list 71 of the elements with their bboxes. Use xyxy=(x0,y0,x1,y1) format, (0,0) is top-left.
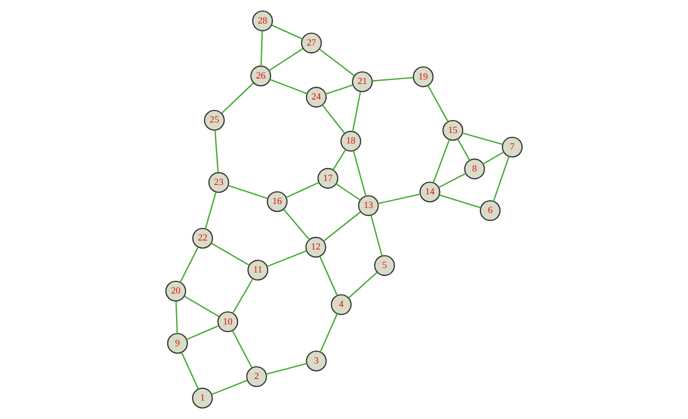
connector xyxy=(372,76,414,82)
node-circle: 3 xyxy=(306,350,327,372)
connector xyxy=(181,352,199,390)
connector xyxy=(462,132,503,146)
node-circle: 1 xyxy=(192,388,213,408)
connector xyxy=(211,380,248,396)
connector xyxy=(320,313,338,352)
connector xyxy=(175,301,178,334)
node-circle: 19 xyxy=(412,66,434,88)
connector xyxy=(432,139,450,183)
connector xyxy=(211,242,250,266)
connector xyxy=(336,183,361,201)
node-circle: 2 xyxy=(246,366,268,388)
node-circle: 13 xyxy=(358,195,379,216)
node-circle: 16 xyxy=(266,191,288,212)
node-circle: 20 xyxy=(165,280,186,302)
connector xyxy=(427,85,449,122)
connector xyxy=(228,184,268,200)
node-circle: 14 xyxy=(419,182,440,202)
connector xyxy=(268,48,304,72)
node-circle: 17 xyxy=(318,168,338,189)
connector xyxy=(492,156,510,202)
connector xyxy=(332,149,346,170)
connector xyxy=(214,130,219,172)
connector xyxy=(319,48,355,76)
node-circle: 5 xyxy=(374,255,395,276)
connector xyxy=(260,30,263,66)
node-circle: 6 xyxy=(480,200,501,222)
connector xyxy=(272,24,303,40)
connector xyxy=(221,82,254,114)
connector xyxy=(352,91,362,132)
node-circle: 21 xyxy=(352,71,373,92)
node-circle: 8 xyxy=(464,158,485,180)
node-circle: 9 xyxy=(167,332,188,354)
connector xyxy=(439,194,481,208)
node-circle: 12 xyxy=(305,236,326,258)
connector xyxy=(180,246,199,282)
connector xyxy=(283,208,310,240)
connector xyxy=(186,325,219,340)
node-circle: 24 xyxy=(306,86,327,108)
connector xyxy=(232,330,253,368)
node-circle: 7 xyxy=(502,136,523,158)
connector xyxy=(266,250,307,268)
node-circle: 26 xyxy=(250,66,272,86)
node-circle: 22 xyxy=(192,228,214,249)
node-circle: 27 xyxy=(301,32,322,54)
connector xyxy=(322,104,346,134)
connector xyxy=(482,151,504,165)
connector xyxy=(457,138,470,161)
connector xyxy=(378,194,420,204)
connector xyxy=(325,84,353,95)
connector xyxy=(319,256,338,296)
connector xyxy=(286,182,320,198)
connector xyxy=(184,296,220,318)
node-circle: 28 xyxy=(252,10,273,32)
node-circle: 10 xyxy=(217,311,238,332)
connector xyxy=(348,272,378,299)
node-circle: 18 xyxy=(340,130,362,152)
connector xyxy=(204,192,217,229)
connector xyxy=(352,150,366,196)
connector xyxy=(270,78,308,94)
node-circle: 4 xyxy=(330,294,352,316)
connector xyxy=(323,211,362,242)
connector xyxy=(232,278,254,314)
connector xyxy=(266,362,307,375)
connector xyxy=(370,215,383,256)
node-circle: 25 xyxy=(204,110,225,131)
connector xyxy=(438,172,466,188)
node-circle: 15 xyxy=(442,120,464,141)
node-circle: 23 xyxy=(208,172,230,193)
node-circle: 11 xyxy=(247,260,268,281)
